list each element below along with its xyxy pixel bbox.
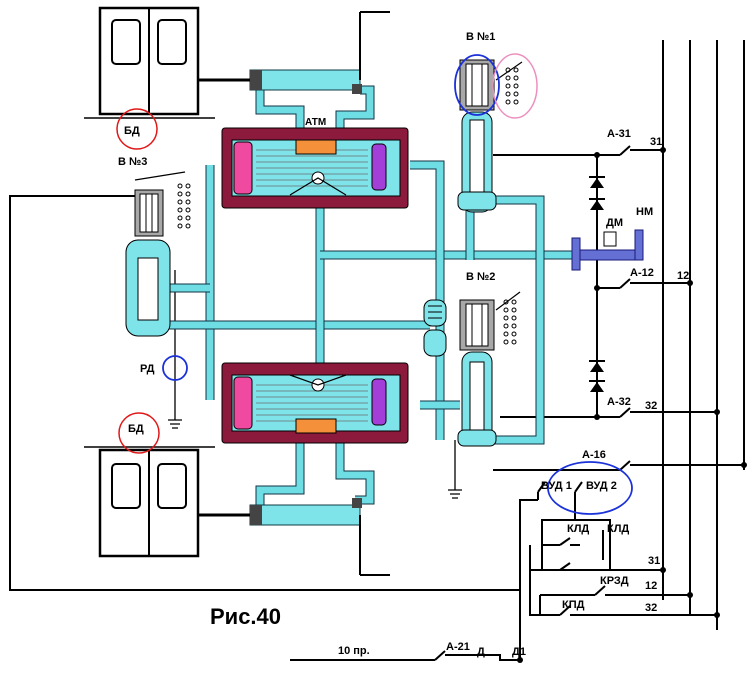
upper-piston-right — [371, 143, 387, 191]
label-wire-32-top: 32 — [645, 400, 657, 412]
contacts — [434, 145, 631, 661]
diode-1 — [590, 178, 604, 188]
top-door — [84, 6, 215, 119]
contact-a21 — [434, 650, 446, 661]
top-actuator — [198, 11, 390, 94]
contact-a16 — [619, 460, 631, 471]
contact-kld1 — [559, 537, 571, 546]
rd-highlight — [162, 355, 188, 381]
label-wire-32-bottom: 32 — [645, 602, 657, 614]
contact-a32 — [619, 407, 631, 418]
contact-vud1 — [537, 481, 546, 493]
valve-3 — [125, 183, 191, 337]
valve1-highlight — [454, 54, 500, 116]
junctions — [517, 147, 747, 663]
lower-piston-left — [233, 376, 253, 430]
contact-a31 — [619, 145, 631, 156]
label-10pr: 10 пр. — [338, 645, 370, 657]
diode-4 — [590, 382, 604, 392]
contact-krzd — [594, 585, 606, 596]
dm-block — [571, 237, 581, 271]
label-wire-12-bottom: 12 — [645, 580, 657, 592]
label-vud1: ВУД 1 — [541, 480, 572, 492]
label-wire-31-top: 31 — [650, 136, 662, 148]
label-a12: А-12 — [630, 267, 654, 279]
label-valve1: В №1 — [466, 31, 495, 43]
label-a16: А-16 — [582, 449, 606, 461]
label-krzd: КРЗД — [600, 575, 629, 587]
upper-piston-left — [233, 141, 253, 195]
contact-kld-lower — [559, 562, 571, 571]
label-atm: АТМ — [305, 117, 326, 128]
label-dm: ДМ — [606, 217, 623, 229]
diodes — [589, 176, 605, 392]
bottom-door — [84, 446, 215, 558]
label-vud2: ВУД 2 — [586, 480, 617, 492]
label-valve2: В №2 — [466, 271, 495, 283]
valve-2 — [423, 291, 521, 447]
label-a31: А-31 — [607, 128, 631, 140]
diode-3 — [590, 362, 604, 372]
valve1-coil-highlight — [492, 53, 538, 119]
label-bd-bottom: БД — [128, 423, 144, 435]
bd-bottom-highlight — [118, 412, 160, 454]
lower-piston-right — [371, 378, 387, 426]
label-kld2: КЛД — [607, 523, 629, 535]
label-valve3: В №3 — [118, 156, 147, 168]
lower-seal — [295, 418, 337, 434]
upper-main-cylinder — [221, 127, 409, 209]
figure-caption: Рис.40 — [210, 604, 281, 629]
diode-2 — [590, 200, 604, 210]
label-a21: А-21 — [446, 641, 470, 653]
label-kpd: КПД — [562, 599, 585, 611]
contact-a12 — [619, 278, 631, 289]
vud-highlight — [547, 461, 633, 515]
manometer-assembly — [571, 229, 644, 271]
label-wire-12-top: 12 — [677, 270, 689, 282]
label-rd: РД — [140, 363, 155, 375]
label-bd-top: БД — [124, 125, 140, 137]
valve-1 — [454, 53, 538, 213]
contact-kpd — [559, 605, 571, 616]
label-d: Д — [477, 646, 485, 658]
label-kld1: КЛД — [567, 523, 589, 535]
nm-tube — [634, 229, 644, 261]
label-d1: Д1 — [512, 646, 526, 658]
lower-main-cylinder — [221, 362, 409, 444]
upper-seal — [295, 139, 337, 155]
bottom-actuator — [198, 498, 390, 576]
label-nm: НМ — [636, 206, 653, 218]
label-a32: А-32 — [607, 396, 631, 408]
contact-vud2 — [574, 481, 583, 493]
bd-top-highlight — [116, 108, 158, 150]
label-wire-31-bottom: 31 — [648, 555, 660, 567]
